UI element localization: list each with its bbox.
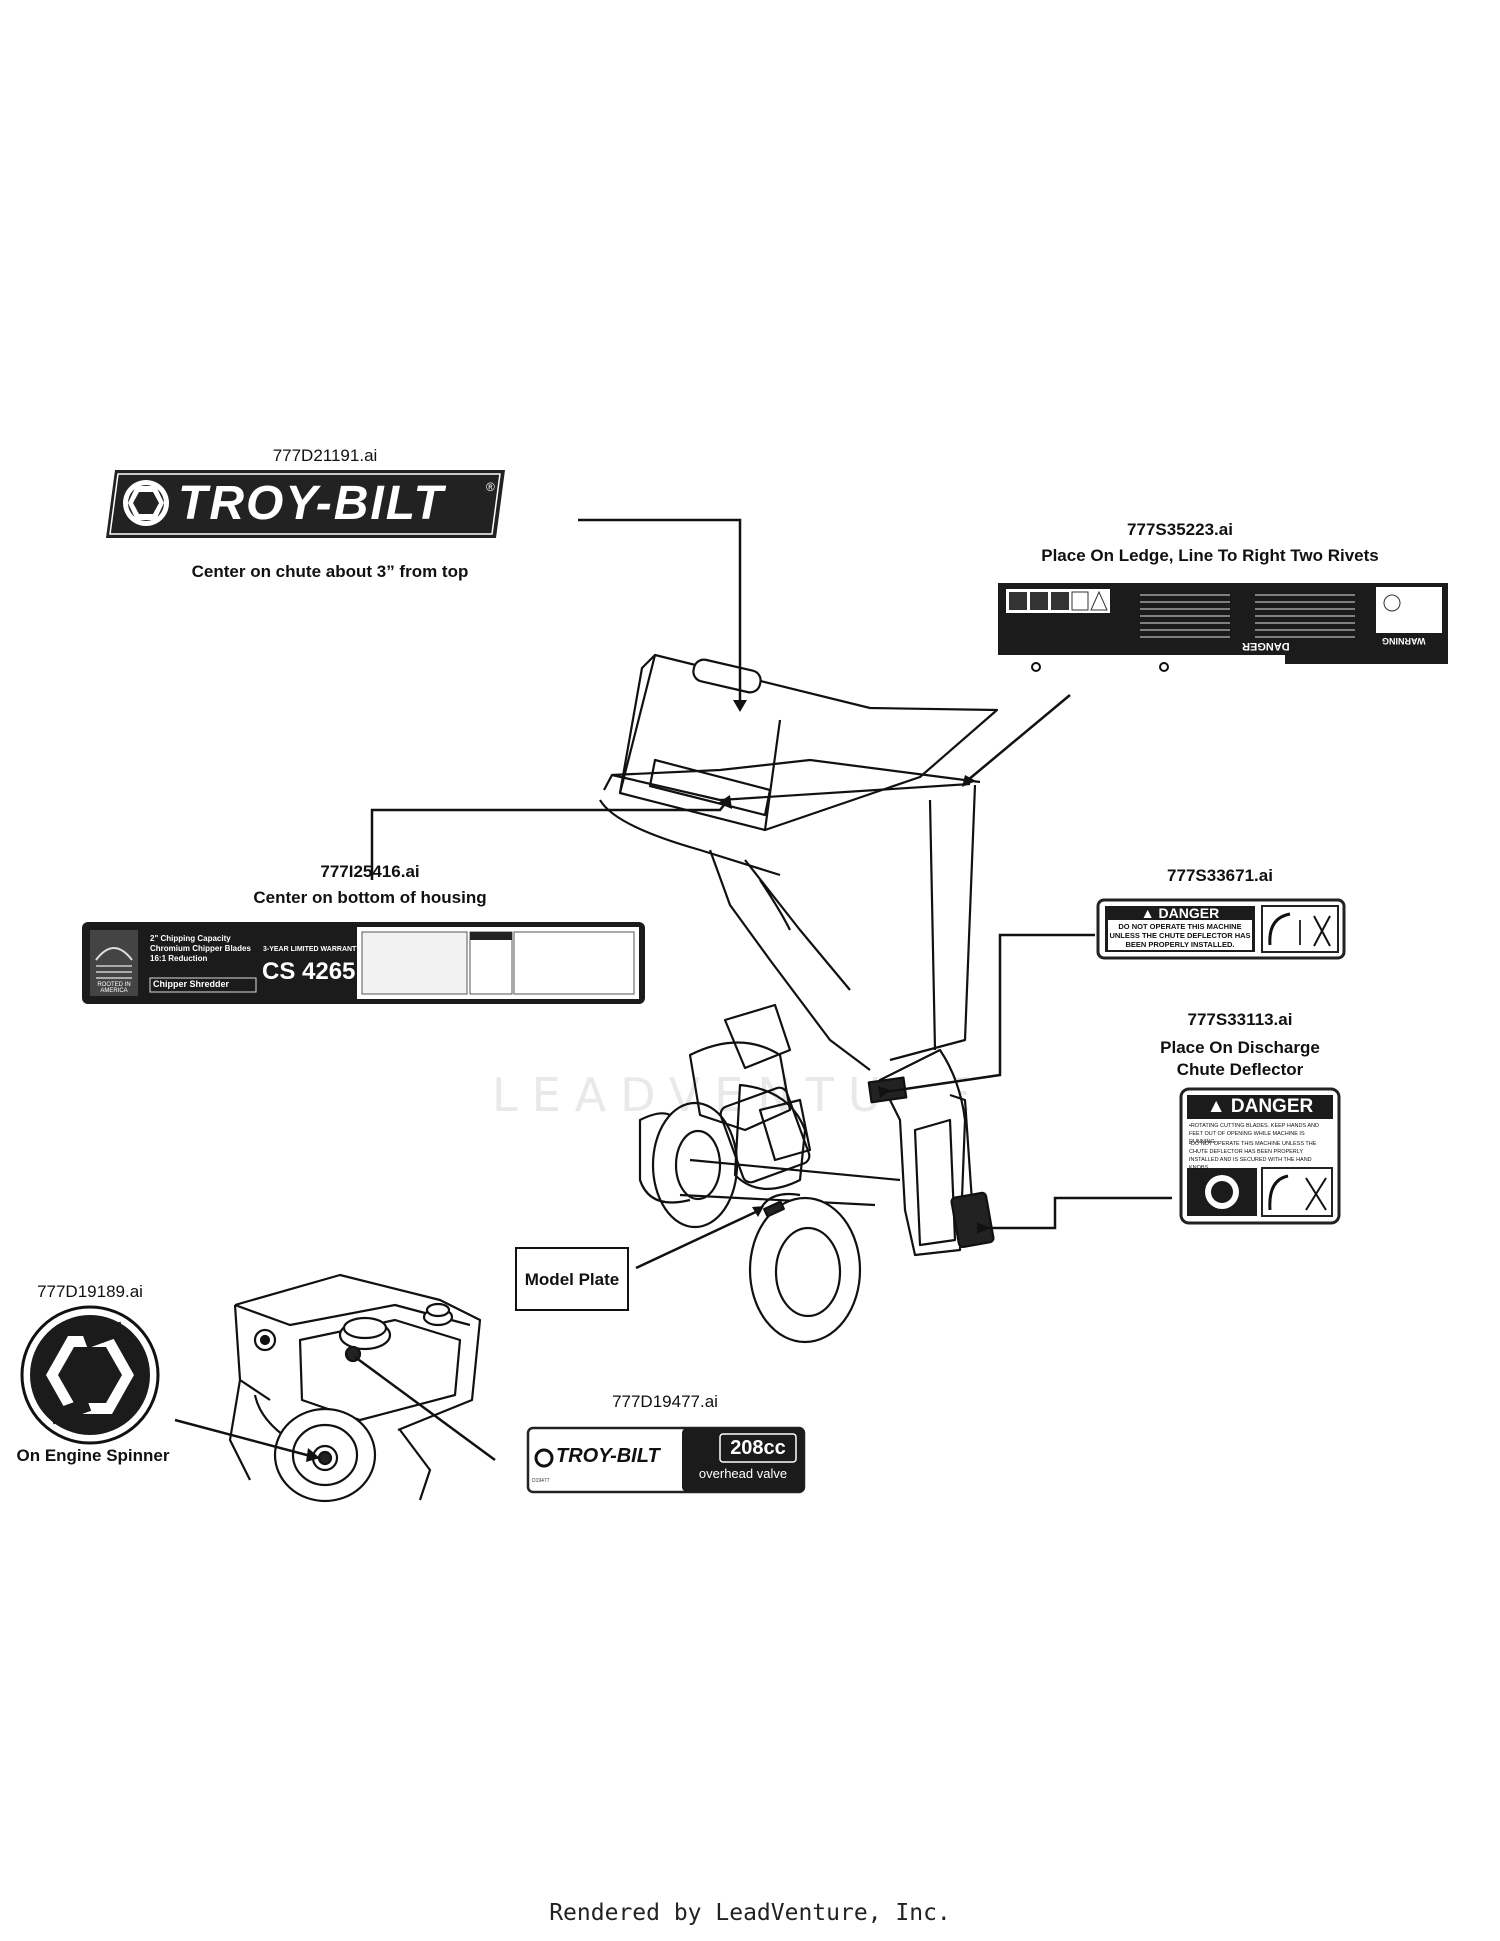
small-danger-line-2: UNLESS THE CHUTE DEFLECTOR HAS [1109, 931, 1251, 940]
engine-closeup-drawing [228, 1273, 482, 1503]
engine-displacement: 208cc [730, 1437, 786, 1459]
housing-spec-line-1: 2" Chipping Capacity [150, 934, 231, 943]
troybilt-registered-mark: ® [486, 480, 495, 494]
large-danger-title-text: DANGER [1230, 1096, 1314, 1117]
housing-product-name: Chipper Shredder [153, 979, 230, 989]
ledge-file-label: 777S35223.ai [1127, 520, 1233, 539]
large-danger-line-1: •ROTATING CUTTING BLADES. KEEP HANDS AND [1189, 1123, 1319, 1129]
large-danger-line-3: •DO NOT OPERATE THIS MACHINE UNLESS THE [1189, 1141, 1317, 1147]
housing-file-label: 777I25416.ai [320, 862, 420, 881]
discharge-file-label: 777S33113.ai [1187, 1010, 1293, 1029]
engine-valve-type: overhead valve [698, 1466, 788, 1481]
troybilt-logo-decal [106, 470, 505, 538]
ledge-placement-note: Place On Ledge, Line To Right Two Rivets [1041, 546, 1379, 565]
ledge-danger-text: DANGER [1242, 640, 1290, 652]
small-danger-title-text: DANGER [1158, 905, 1220, 921]
chipper-machine-drawing [599, 653, 999, 1344]
spinner-placement-note: On Engine Spinner [16, 1446, 170, 1465]
small-danger-title: ▲ DANGER [1105, 905, 1255, 921]
housing-rooted-text: ROOTED IN AMERICA [97, 982, 131, 994]
warning-triangle-icon: ▲ [1206, 1096, 1226, 1117]
small-danger-line-3: BEEN PROPERLY INSTALLED. [1125, 940, 1235, 949]
warning-triangle-icon: ▲ [1140, 905, 1155, 921]
large-danger-title: ▲ DANGER [1187, 1095, 1333, 1119]
ledge-danger-decal [998, 583, 1448, 672]
housing-decal [82, 922, 645, 1004]
discharge-placement-note-1: Place On Discharge [1160, 1038, 1320, 1057]
small-danger-decal [1096, 898, 1346, 960]
housing-model-number: CS 4265 [262, 958, 356, 985]
troybilt-placement-note: Center on chute about 3” from top [191, 562, 469, 581]
engine-spinner-decal [20, 1305, 160, 1445]
engine-decal-code: D19477 [532, 1478, 550, 1484]
deflector-warning-file-label: 777S33671.ai [1167, 866, 1273, 885]
small-danger-line-1: DO NOT OPERATE THIS MACHINE [1118, 922, 1242, 931]
troybilt-logo-text: TROY-BILT [178, 477, 445, 530]
model-plate-label: Model Plate [524, 1270, 620, 1289]
troybilt-file-label: 777D21191.ai [272, 446, 378, 465]
large-danger-decal [1179, 1087, 1341, 1225]
engine-decal-file-label: 777D19477.ai [612, 1392, 718, 1411]
leader-arrowheads [306, 700, 990, 1462]
engine-cc-decal [526, 1426, 806, 1494]
discharge-placement-note-2: Chute Deflector [1176, 1060, 1304, 1079]
large-danger-line-4: CHUTE DEFLECTOR HAS BEEN PROPERLY [1189, 1149, 1304, 1155]
housing-spec-line-2: Chromium Chipper Blades [150, 944, 251, 953]
large-danger-line-5: INSTALLED AND IS SECURED WITH THE HAND K… [1189, 1157, 1312, 1171]
spinner-file-label: 777D19189.ai [37, 1282, 143, 1301]
render-credit-footer: Rendered by LeadVenture, Inc. [549, 1900, 951, 1926]
housing-placement-note: Center on bottom of housing [253, 888, 487, 907]
housing-spec-line-3: 16:1 Reduction [150, 954, 208, 963]
engine-decal-brand-text: TROY-BILT [556, 1445, 660, 1467]
ledge-warning-text: WARNING [1382, 636, 1426, 646]
large-danger-line-2: FEET OUT OF OPENING WHILE MACHINE IS RUN… [1189, 1131, 1305, 1145]
model-plate-box [515, 1247, 629, 1311]
housing-warranty-text: 3-YEAR LIMITED WARRANTY [263, 946, 361, 953]
